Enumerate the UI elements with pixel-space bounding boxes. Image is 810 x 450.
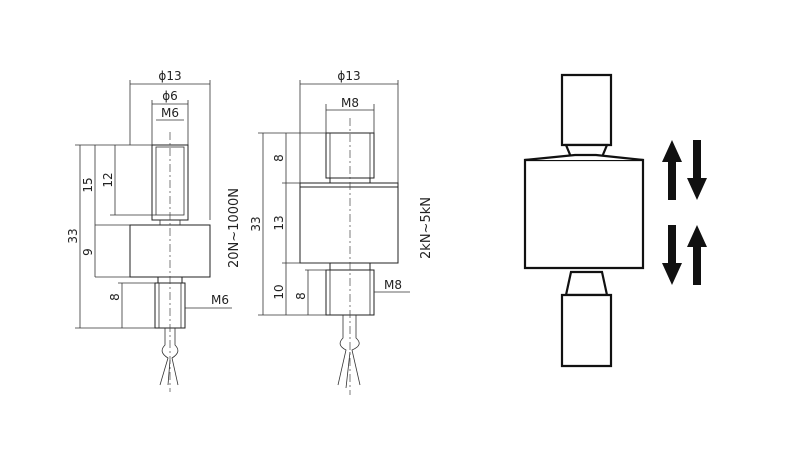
left-thread-bottom-label: M6 [211,293,229,307]
right-thread-bottom-label: M8 [384,278,402,292]
left-diam-inner-label: ϕ6 [162,89,178,103]
left-range-label: 20N~1000N [227,188,242,268]
right-thread-top-label: M8 [341,96,359,110]
down-up-arrows-icon [662,225,707,285]
left-dim-8: 8 [108,293,122,301]
right-dim-total: 33 [249,216,263,231]
load-cell-illustration [523,73,707,368]
right-range-label: 2kN~5kN [419,197,434,259]
left-dim-9: 9 [81,248,95,256]
right-drawing: ϕ13 M8 M8 33 8 [249,69,434,395]
left-diam-outer-label: ϕ13 [158,69,181,83]
up-down-arrows-icon [662,140,707,200]
right-dim-8-top: 8 [272,154,286,162]
left-thread-top-label: M6 [161,106,179,120]
right-diam-outer-label: ϕ13 [337,69,360,83]
left-dim-15: 15 [81,177,95,192]
left-dim-total: 33 [66,228,80,243]
right-dim-13: 13 [272,215,286,230]
left-drawing: ϕ13 ϕ6 M6 M6 33 [66,69,242,392]
right-dim-10: 10 [272,284,286,299]
left-dim-12: 12 [101,172,115,187]
right-dim-8-bottom: 8 [294,292,308,300]
